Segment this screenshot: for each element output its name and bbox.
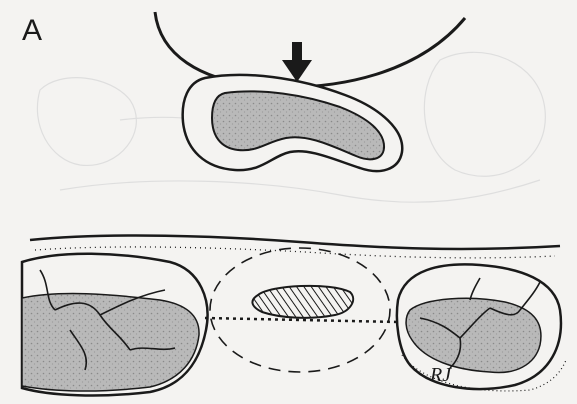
right-molar xyxy=(397,264,566,391)
artist-signature: RJ xyxy=(430,364,451,387)
upper-arch-outline xyxy=(155,12,465,87)
panel-label: A xyxy=(22,14,43,48)
pontic-hatched-area xyxy=(252,286,353,318)
pressure-arrow-icon xyxy=(282,42,312,82)
left-molar xyxy=(22,254,208,396)
left-molar-occlusal-shaded xyxy=(22,294,199,392)
gum-line xyxy=(30,236,560,249)
